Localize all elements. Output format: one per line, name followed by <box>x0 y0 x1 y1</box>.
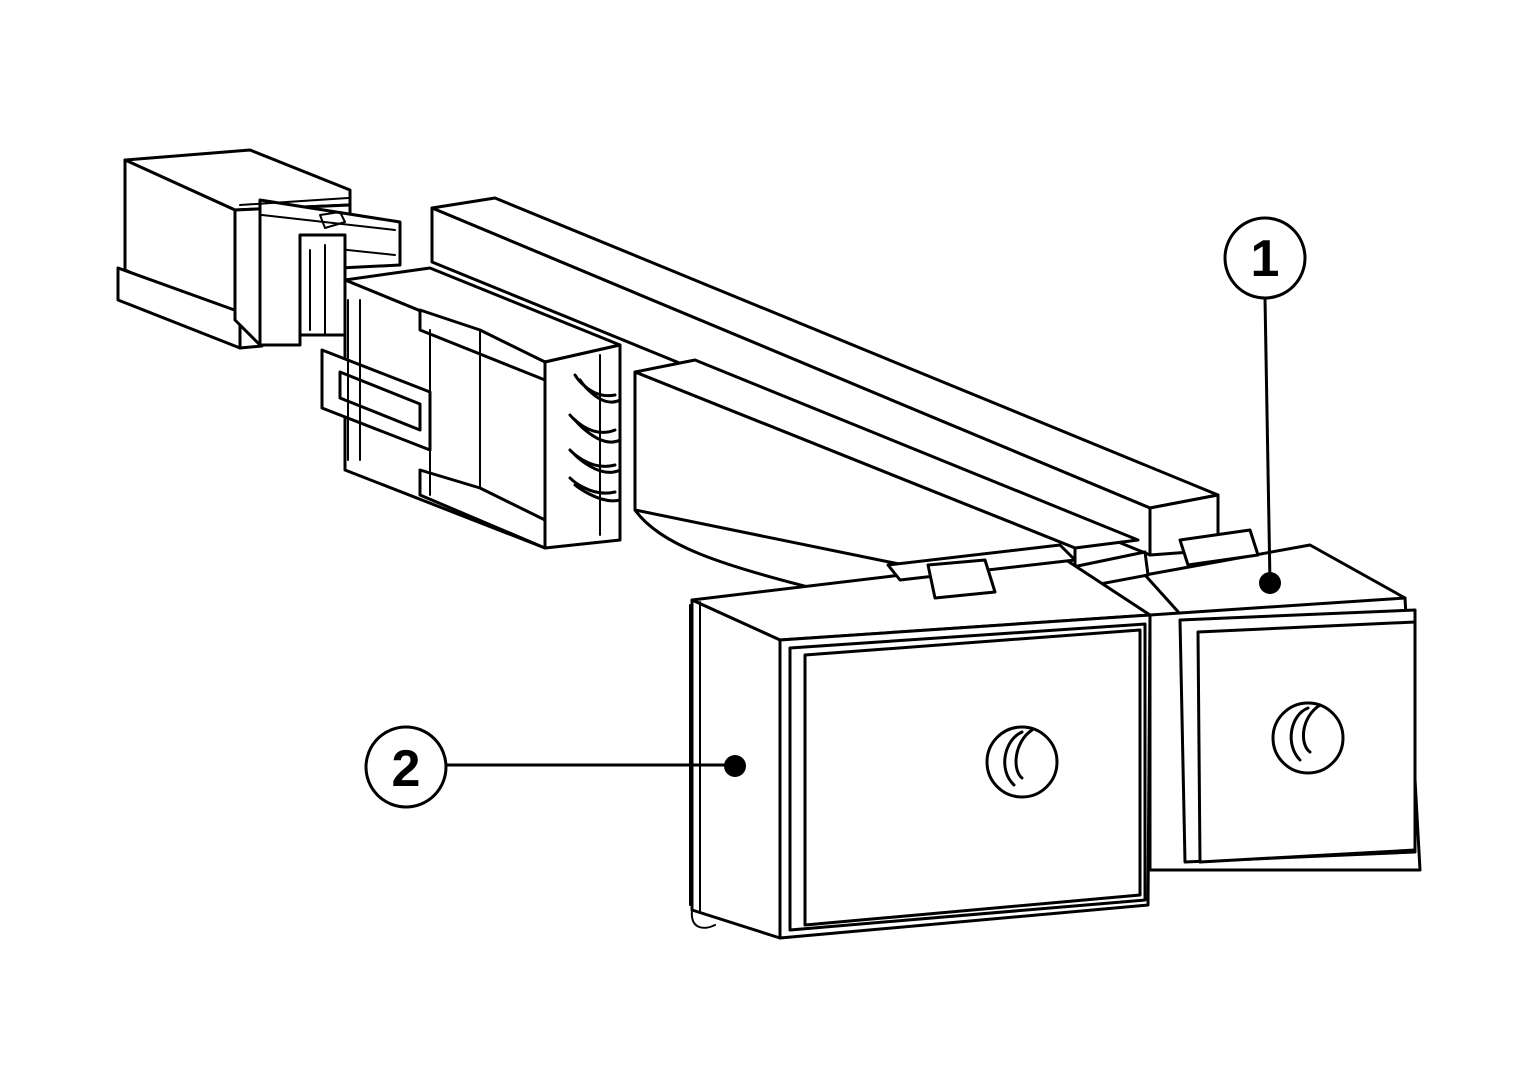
callout-1-circle <box>1223 216 1307 300</box>
callout-2-circle <box>364 725 448 809</box>
callout-1-leader-line <box>1263 296 1272 585</box>
left-connector-block <box>116 148 402 350</box>
middle-connector-housing <box>320 266 622 550</box>
rear-long-bar <box>430 196 1220 557</box>
callout-2-label: 2 <box>392 740 421 798</box>
connector-1 <box>1066 528 1422 872</box>
connector-2 <box>689 543 1152 940</box>
callout-1-dot <box>1259 572 1281 594</box>
callout-1: 1 <box>1223 216 1307 594</box>
callout-2-dot <box>724 755 746 777</box>
callout-1-label: 1 <box>1251 230 1280 288</box>
callout-2: 2 <box>364 725 746 809</box>
